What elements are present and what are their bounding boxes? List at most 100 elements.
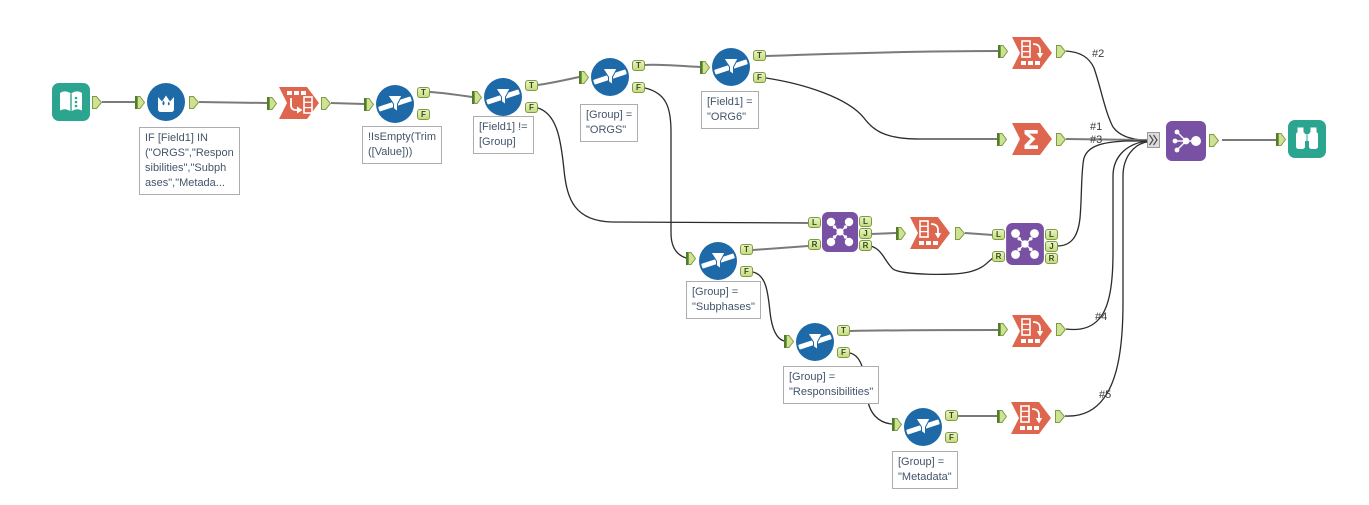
wire-join2J-union	[1056, 140, 1147, 247]
true-anchor[interactable]: T	[945, 410, 958, 421]
sigma-icon: Σ	[1012, 123, 1052, 156]
output-anchor[interactable]	[1055, 410, 1066, 428]
join-output-anchor[interactable]: J	[1045, 241, 1058, 252]
annotation-filter-orgs[interactable]: [Group] = "ORGS"	[580, 104, 639, 142]
filter-funnel-icon	[699, 242, 737, 280]
output-anchor[interactable]	[189, 96, 200, 114]
wire-crosstab4-union	[1065, 140, 1148, 331]
crosstab-icon	[910, 217, 950, 249]
input-anchor[interactable]	[892, 418, 903, 436]
annotation-line: [Group] =	[789, 371, 836, 383]
false-anchor[interactable]: F	[837, 347, 850, 358]
true-anchor[interactable]: T	[740, 244, 753, 255]
filter-tool-group-subphases[interactable]	[699, 242, 737, 285]
join-tool-1[interactable]	[822, 212, 858, 257]
input-anchor[interactable]	[1276, 133, 1287, 151]
formula-tool[interactable]	[147, 83, 185, 126]
input-anchor[interactable]	[686, 252, 697, 270]
annotation-line: ("ORGS","Respon	[145, 147, 234, 159]
wire-filter2F-join1L	[537, 107, 809, 224]
false-anchor[interactable]: F	[753, 72, 766, 83]
annotation-line: "Responsibilities"	[789, 386, 874, 398]
wire-summarize-union	[1065, 138, 1148, 141]
true-anchor[interactable]: T	[525, 80, 538, 91]
left-input-anchor[interactable]: L	[992, 229, 1005, 240]
input-anchor[interactable]	[267, 97, 278, 115]
annotation-formula[interactable]: IF [Field1] IN ("ORGS","Respon sibilitie…	[139, 127, 240, 195]
right-input-anchor[interactable]: R	[992, 251, 1005, 262]
output-anchor[interactable]	[1056, 133, 1067, 151]
annotation-filter-notempty[interactable]: !IsEmpty(Trim ([Value]))	[362, 126, 443, 164]
output-anchor[interactable]	[1056, 45, 1067, 63]
annotation-line: "ORGS"	[586, 124, 627, 136]
filter-tool-group-responsibilities[interactable]	[796, 323, 834, 366]
input-anchor[interactable]	[135, 96, 146, 114]
true-anchor[interactable]: T	[753, 50, 766, 61]
input-anchor[interactable]	[896, 227, 907, 245]
crosstab-tool-mid[interactable]	[908, 212, 952, 259]
annotation-filter-metadata[interactable]: [Group] = "Metadata"	[892, 451, 958, 489]
true-anchor[interactable]: T	[837, 325, 850, 336]
filter-funnel-icon	[591, 58, 629, 96]
filter-funnel-icon	[376, 85, 414, 123]
input-anchor[interactable]	[998, 323, 1009, 341]
summarize-tool[interactable]: Σ	[1010, 119, 1054, 164]
input-anchor[interactable]	[998, 45, 1009, 63]
output-anchor[interactable]	[955, 227, 966, 245]
crosstab-icon	[1012, 37, 1052, 69]
false-anchor[interactable]: F	[417, 109, 430, 120]
union-tool[interactable]	[1166, 121, 1206, 166]
join-output-anchor[interactable]: J	[859, 228, 872, 239]
filter-tool-group-metadata[interactable]	[904, 408, 942, 451]
annotation-filter-responsibilities[interactable]: [Group] = "Responsibilities"	[783, 366, 880, 404]
crosstab-icon	[1012, 315, 1052, 347]
crosstab-tool-5[interactable]	[1009, 398, 1053, 443]
left-output-anchor[interactable]: L	[1045, 229, 1058, 240]
true-anchor[interactable]: T	[417, 87, 430, 98]
true-anchor[interactable]: T	[632, 60, 645, 71]
multi-input-anchor[interactable]	[1147, 132, 1160, 153]
annotation-line: "ORG6"	[707, 111, 746, 123]
false-anchor[interactable]: F	[525, 102, 538, 113]
annotation-filter-field1-group[interactable]: [Field1] != [Group]	[473, 116, 534, 154]
browse-tool[interactable]	[1288, 120, 1326, 163]
annotation-filter-subphases[interactable]: [Group] = "Subphases"	[686, 281, 761, 319]
input-anchor[interactable]	[784, 335, 795, 353]
filter-funnel-icon	[484, 78, 522, 116]
left-input-anchor[interactable]: L	[808, 217, 821, 228]
annotation-line: [Group] =	[692, 286, 739, 298]
wire-filter2T-filter3	[537, 76, 580, 86]
false-anchor[interactable]: F	[740, 266, 753, 277]
input-anchor[interactable]	[472, 91, 483, 109]
wire-filter6T-crosstab4	[849, 329, 999, 332]
output-anchor[interactable]	[321, 97, 332, 115]
filter-tool-notempty[interactable]	[376, 85, 414, 128]
right-output-anchor[interactable]: R	[859, 240, 872, 251]
false-anchor[interactable]: F	[945, 432, 958, 443]
output-anchor[interactable]	[1209, 134, 1220, 152]
input-anchor[interactable]	[364, 98, 375, 116]
input-anchor[interactable]	[997, 410, 1008, 428]
filter-tool-group-orgs[interactable]	[591, 58, 629, 101]
crosstab-tool-2[interactable]	[1010, 33, 1054, 78]
right-output-anchor[interactable]: R	[1045, 253, 1058, 264]
filter-tool-field1-not-group[interactable]	[484, 78, 522, 121]
input-anchor[interactable]	[700, 61, 711, 79]
filter-tool-field1-org6[interactable]	[712, 48, 750, 91]
input-anchor[interactable]	[579, 71, 590, 89]
join-tool-2[interactable]	[1006, 223, 1044, 270]
output-anchor[interactable]	[92, 96, 103, 114]
right-input-anchor[interactable]: R	[808, 239, 821, 250]
wire-join1R-join2R	[870, 245, 994, 276]
crosstab-tool-4[interactable]	[1010, 311, 1054, 356]
filter-funnel-icon	[796, 323, 834, 361]
annotation-line: !IsEmpty(Trim	[368, 131, 437, 143]
annotation-filter-org6[interactable]: [Field1] = "ORG6"	[701, 91, 759, 129]
false-anchor[interactable]: F	[632, 82, 645, 93]
input-data-tool[interactable]	[52, 83, 90, 126]
left-output-anchor[interactable]: L	[859, 216, 872, 227]
transpose-tool[interactable]	[277, 83, 321, 128]
output-anchor[interactable]	[1056, 323, 1067, 341]
input-anchor[interactable]	[997, 133, 1008, 151]
